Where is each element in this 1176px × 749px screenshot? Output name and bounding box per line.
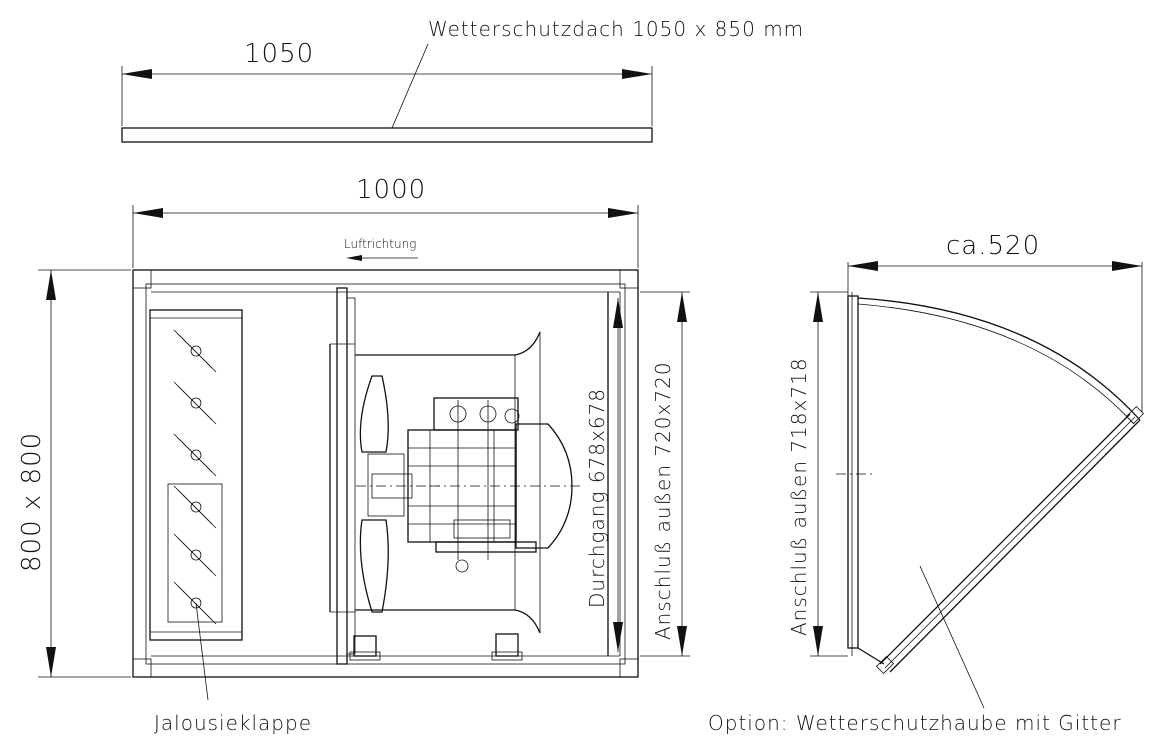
fan-impeller: [356, 375, 440, 613]
roof-leader: [391, 43, 429, 129]
roof-note-label: Wetterschutzdach 1050 x 850 mm: [428, 17, 804, 41]
damper-label: Jalousieklappe: [154, 711, 312, 735]
hood-option-label: Option: Wetterschutzhaube mit Gitter: [708, 711, 1122, 735]
housing-width-label: 1000: [356, 175, 426, 205]
connection-dimension: [640, 291, 690, 657]
weather-hood: [836, 292, 1145, 675]
fan-mounting-wall: [329, 287, 356, 665]
roof-dim-arrow-left: [122, 69, 152, 79]
hood-leader: [919, 565, 985, 709]
damper-leader: [195, 602, 209, 701]
housing-width-dimension: [132, 205, 639, 268]
passage-dimension: [613, 298, 623, 652]
damper-blade: [173, 581, 217, 625]
passage-label: Durchgang 678x678: [585, 388, 609, 608]
housing-height-label: 800 x 800: [17, 432, 47, 572]
damper-blade: [173, 485, 217, 529]
hood-connection-label: Anschluß außen 718x718: [787, 357, 811, 636]
weather-roof: [121, 43, 653, 143]
support-foot-left: [349, 635, 381, 661]
hood-depth-dimension: [847, 261, 1143, 412]
inlet-nozzle: [355, 331, 541, 634]
fan-motor: [407, 397, 580, 573]
airflow-arrow: [346, 255, 418, 261]
damper-assembly: [149, 309, 243, 641]
damper-blade: [173, 329, 217, 373]
fan-housing: [132, 269, 639, 678]
support-foot-right: [491, 633, 523, 661]
hood-connection-dimension: [810, 291, 848, 657]
airflow-label: Luftrichtung: [344, 237, 416, 251]
hood-depth-label: ca.520: [946, 231, 1040, 261]
damper-blade: [173, 381, 217, 425]
housing-height-dimension: [38, 269, 131, 678]
damper-blade: [173, 433, 217, 477]
connection-outer-label: Anschluß außen 720x720: [651, 361, 675, 640]
roof-width-label: 1050: [244, 39, 314, 69]
roof-dim-arrow-right: [622, 69, 652, 79]
damper-blade: [173, 533, 217, 577]
